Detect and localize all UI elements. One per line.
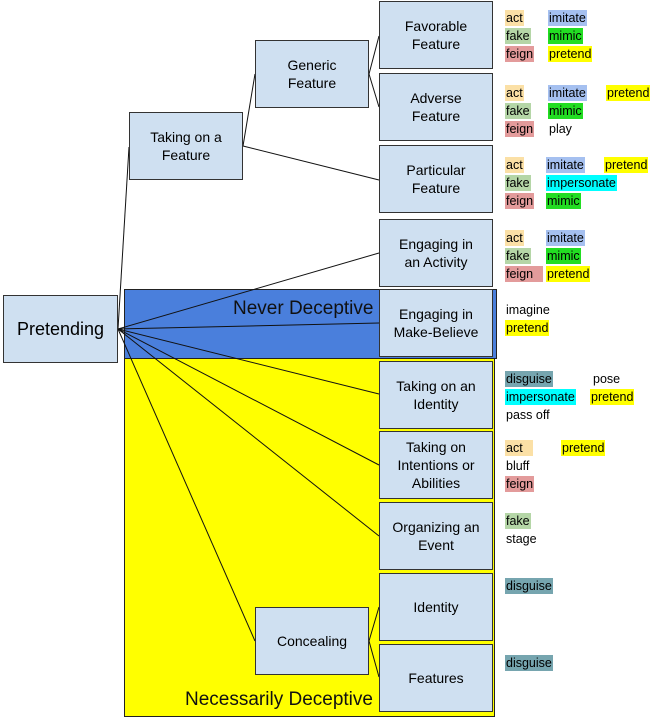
word-tag: feign xyxy=(505,266,544,282)
node-pretending: Pretending xyxy=(3,295,118,363)
word-tag: fake xyxy=(505,175,531,191)
node-taking-on-an-identity: Taking on an Identity xyxy=(379,361,493,429)
node-particular-feature: Particular Feature xyxy=(379,145,493,213)
node-taking-on-intentions-or-abilities: Taking on Intentions or Abilities xyxy=(379,431,493,499)
word-tag: act xyxy=(505,157,524,173)
word-tag: stage xyxy=(506,532,537,546)
edge-generic-feature-favorable-feature xyxy=(368,35,380,75)
node-adverse-feature: Adverse Feature xyxy=(379,73,493,141)
node-engaging-in-make-believe: Engaging in Make-Believe xyxy=(379,289,493,357)
word-tag: feign xyxy=(505,476,535,492)
node-features: Features xyxy=(379,644,493,712)
word-tag: imitate xyxy=(546,230,585,246)
word-tag: imitate xyxy=(548,10,587,26)
word-tag: pretend xyxy=(561,440,606,456)
word-tag: act xyxy=(505,440,533,456)
node-taking-on-a-feature: Taking on a Feature xyxy=(129,112,243,180)
word-tag: impersonate xyxy=(546,175,617,191)
word-tag: pretend xyxy=(606,85,651,101)
word-tag: act xyxy=(505,230,524,246)
node-engaging-in-an-activity: Engaging in an Activity xyxy=(379,219,493,287)
word-tag: fake xyxy=(505,103,531,119)
word-tag: pretend xyxy=(548,46,593,62)
node-identity: Identity xyxy=(379,573,493,641)
word-tag: mimic xyxy=(548,103,583,119)
word-tag: fake xyxy=(505,28,531,44)
word-tag: mimic xyxy=(546,248,581,264)
word-tag: pretend xyxy=(505,320,550,336)
node-favorable-feature: Favorable Feature xyxy=(379,1,493,69)
necessarily-deceptive-label: Necessarily Deceptive xyxy=(185,689,373,710)
word-tag: imitate xyxy=(546,157,585,173)
node-concealing: Concealing xyxy=(255,607,369,675)
edge-taking-on-a-feature-generic-feature xyxy=(242,73,256,147)
word-tag: disguise xyxy=(505,371,553,387)
word-tag: pretend xyxy=(546,266,591,282)
word-tag: act xyxy=(505,10,524,26)
word-tag: pose xyxy=(593,372,621,386)
word-tag: pass off xyxy=(506,408,550,422)
node-generic-feature: Generic Feature xyxy=(255,40,369,108)
never-deceptive-label: Never Deceptive xyxy=(233,298,374,319)
word-tag: feign xyxy=(505,46,535,62)
node-organizing-an-event: Organizing an Event xyxy=(379,502,493,570)
word-tag: pretend xyxy=(604,157,649,173)
word-tag: bluff xyxy=(506,459,530,473)
word-tag: feign xyxy=(505,193,535,209)
word-tag: play xyxy=(549,122,572,136)
edge-generic-feature-adverse-feature xyxy=(368,73,380,108)
word-tag: mimic xyxy=(546,193,581,209)
word-tag: act xyxy=(505,85,524,101)
edge-taking-on-a-feature-particular-feature xyxy=(242,145,380,181)
word-tag: feign xyxy=(505,121,535,137)
word-tag: disguise xyxy=(505,578,553,594)
word-tag: disguise xyxy=(505,655,553,671)
word-tag: imagine xyxy=(506,303,550,317)
word-tag: fake xyxy=(505,513,531,529)
word-tag: impersonate xyxy=(505,389,576,405)
word-tag: fake xyxy=(505,248,531,264)
word-tag: pretend xyxy=(590,389,635,405)
word-tag: mimic xyxy=(548,28,583,44)
word-tag: imitate xyxy=(548,85,587,101)
